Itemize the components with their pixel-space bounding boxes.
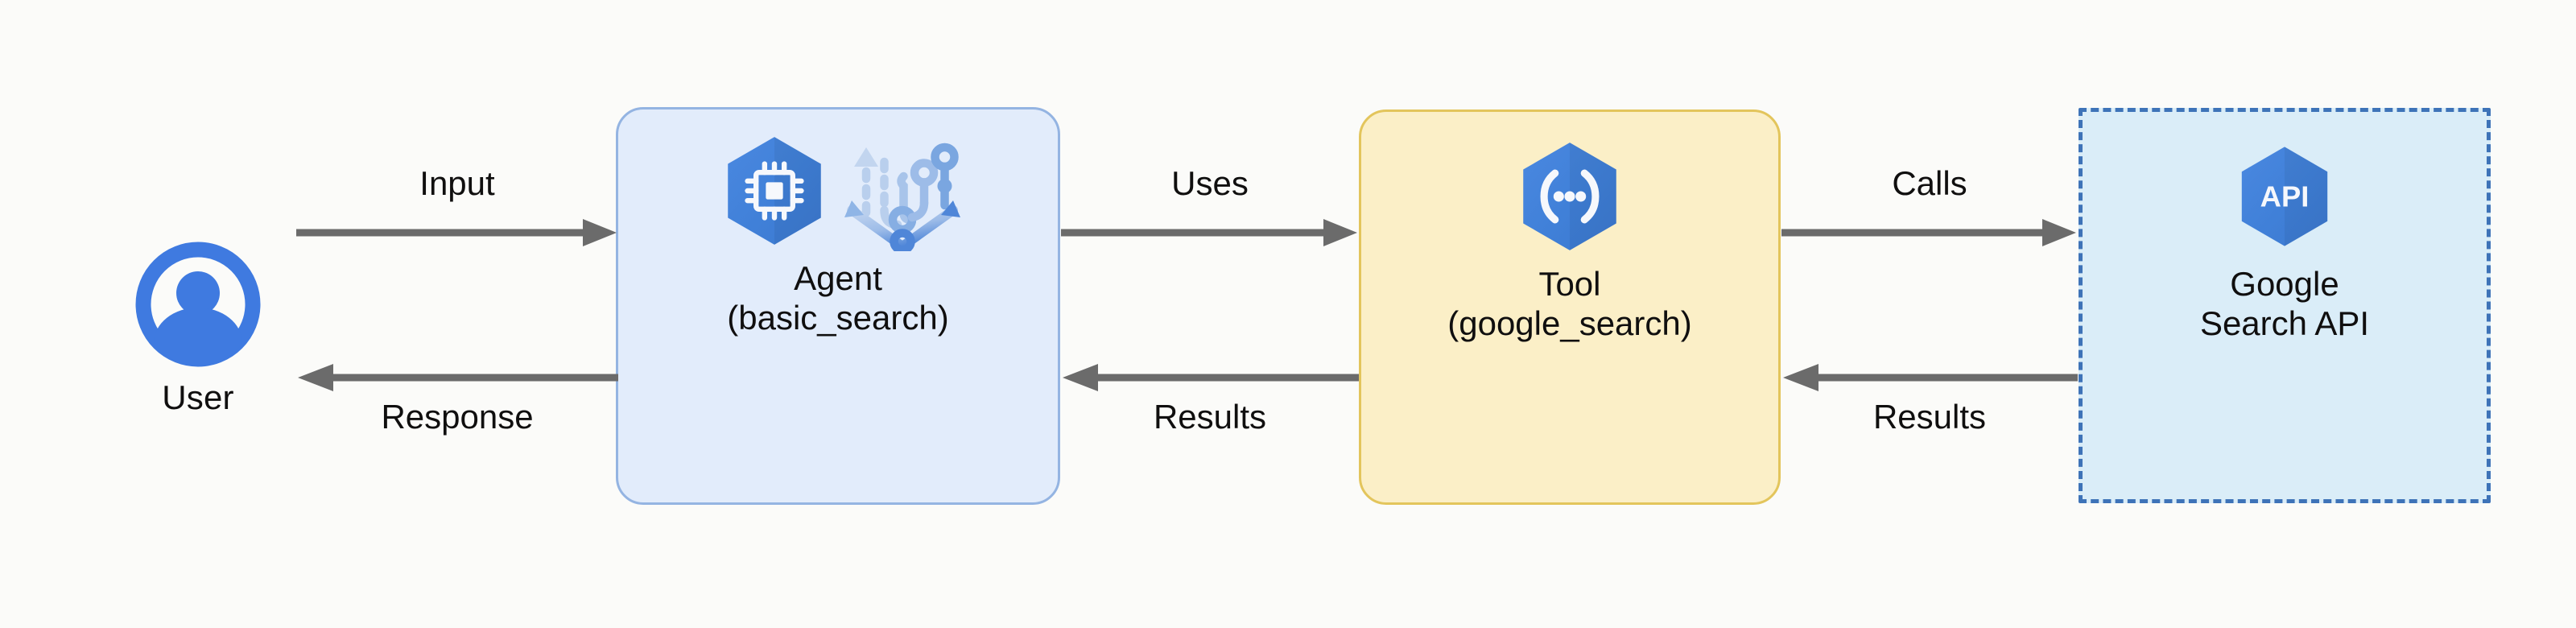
edge-api-to-tool-label: Results bbox=[1872, 398, 1987, 436]
node-agent-label: Agent(basic_search) bbox=[722, 259, 953, 337]
edge-tool-to-api-arrow bbox=[1781, 219, 2076, 246]
node-tool-label-line2: (google_search) bbox=[1447, 304, 1692, 342]
edge-user-to-agent bbox=[296, 219, 618, 246]
api-hexagon-text: API bbox=[2260, 180, 2310, 213]
code-brackets-hexagon-icon bbox=[1523, 143, 1616, 250]
node-agent[interactable]: Agent(basic_search) bbox=[616, 107, 1060, 505]
edge-agent-to-user-arrow bbox=[298, 364, 618, 391]
edge-agent-to-tool-label: Uses bbox=[1171, 164, 1249, 202]
edge-tool-to-api bbox=[1781, 219, 2078, 246]
edge-api-to-tool-arrow bbox=[1783, 364, 2078, 391]
user-avatar-icon bbox=[135, 242, 261, 367]
node-api-label-line2: Search API bbox=[2199, 304, 2370, 342]
edge-agent-to-tool bbox=[1061, 219, 1359, 246]
edge-user-to-agent-label: Input bbox=[419, 164, 495, 202]
edge-agent-to-tool-arrow bbox=[1061, 219, 1357, 246]
edge-tool-to-agent-arrow bbox=[1063, 364, 1359, 391]
api-hexagon-icon: API bbox=[2241, 147, 2328, 246]
edge-agent-to-user-label: Response bbox=[381, 398, 534, 436]
node-user-label: User bbox=[162, 378, 234, 416]
edge-user-to-agent-arrow bbox=[296, 219, 617, 246]
edge-agent-to-user bbox=[296, 364, 618, 391]
edge-api-to-tool bbox=[1781, 364, 2078, 391]
node-api-label-line1: Google bbox=[2230, 265, 2339, 303]
edge-tool-to-agent bbox=[1061, 364, 1359, 391]
edge-tool-to-api-label: Calls bbox=[1892, 164, 1967, 202]
node-tool-label-line1: Tool bbox=[1538, 265, 1601, 303]
agent-icon-row bbox=[713, 130, 963, 251]
node-agent-label-line1: Agent bbox=[794, 259, 882, 297]
edge-tool-to-agent-label: Results bbox=[1153, 398, 1267, 436]
cpu-hexagon-icon bbox=[728, 137, 821, 245]
node-user[interactable] bbox=[135, 242, 261, 367]
agent-workflow-icon bbox=[844, 143, 960, 251]
api-icon-row: API bbox=[2228, 136, 2341, 257]
node-agent-label-line2: (basic_search) bbox=[727, 298, 949, 337]
node-tool-label: Tool(google_search) bbox=[1443, 265, 1697, 343]
tool-icon-row bbox=[1509, 136, 1631, 257]
node-tool[interactable]: Tool(google_search) bbox=[1359, 109, 1781, 505]
